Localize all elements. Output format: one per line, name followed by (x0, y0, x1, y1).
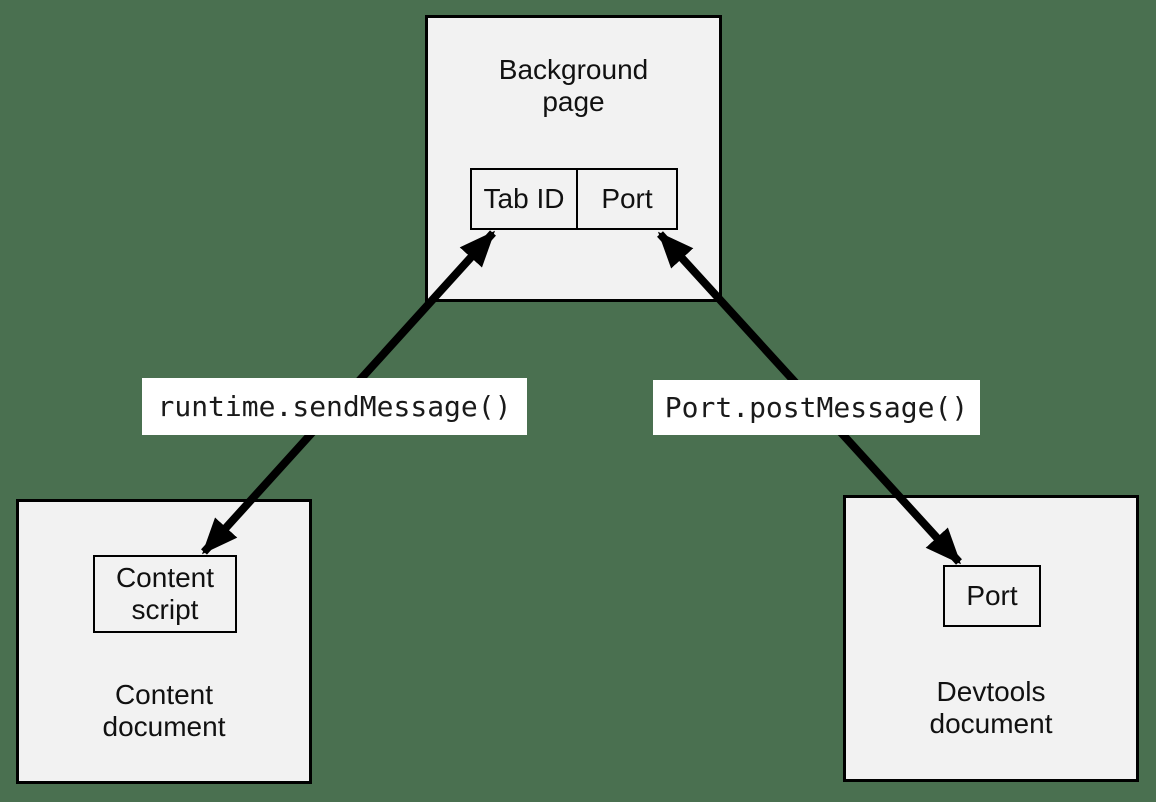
port-postmessage-label: Port.postMessage() (653, 380, 980, 435)
devtools-document-box: Devtools document (843, 495, 1139, 782)
tab-id-cell: Tab ID (472, 170, 578, 228)
port-cell: Port (601, 183, 653, 214)
content-document-title: Content document (102, 679, 226, 742)
runtime-sendmessage-label: runtime.sendMessage() (142, 378, 527, 435)
tab-port-table: Tab ID Port (470, 168, 678, 230)
devtools-port-box: Port (943, 565, 1041, 627)
background-page-box: Background page (425, 15, 722, 302)
background-page-title: Background page (498, 54, 649, 117)
devtools-document-title: Devtools document (929, 676, 1053, 739)
content-document-box: Content document (16, 499, 312, 784)
content-script-box: Content script (93, 555, 237, 633)
